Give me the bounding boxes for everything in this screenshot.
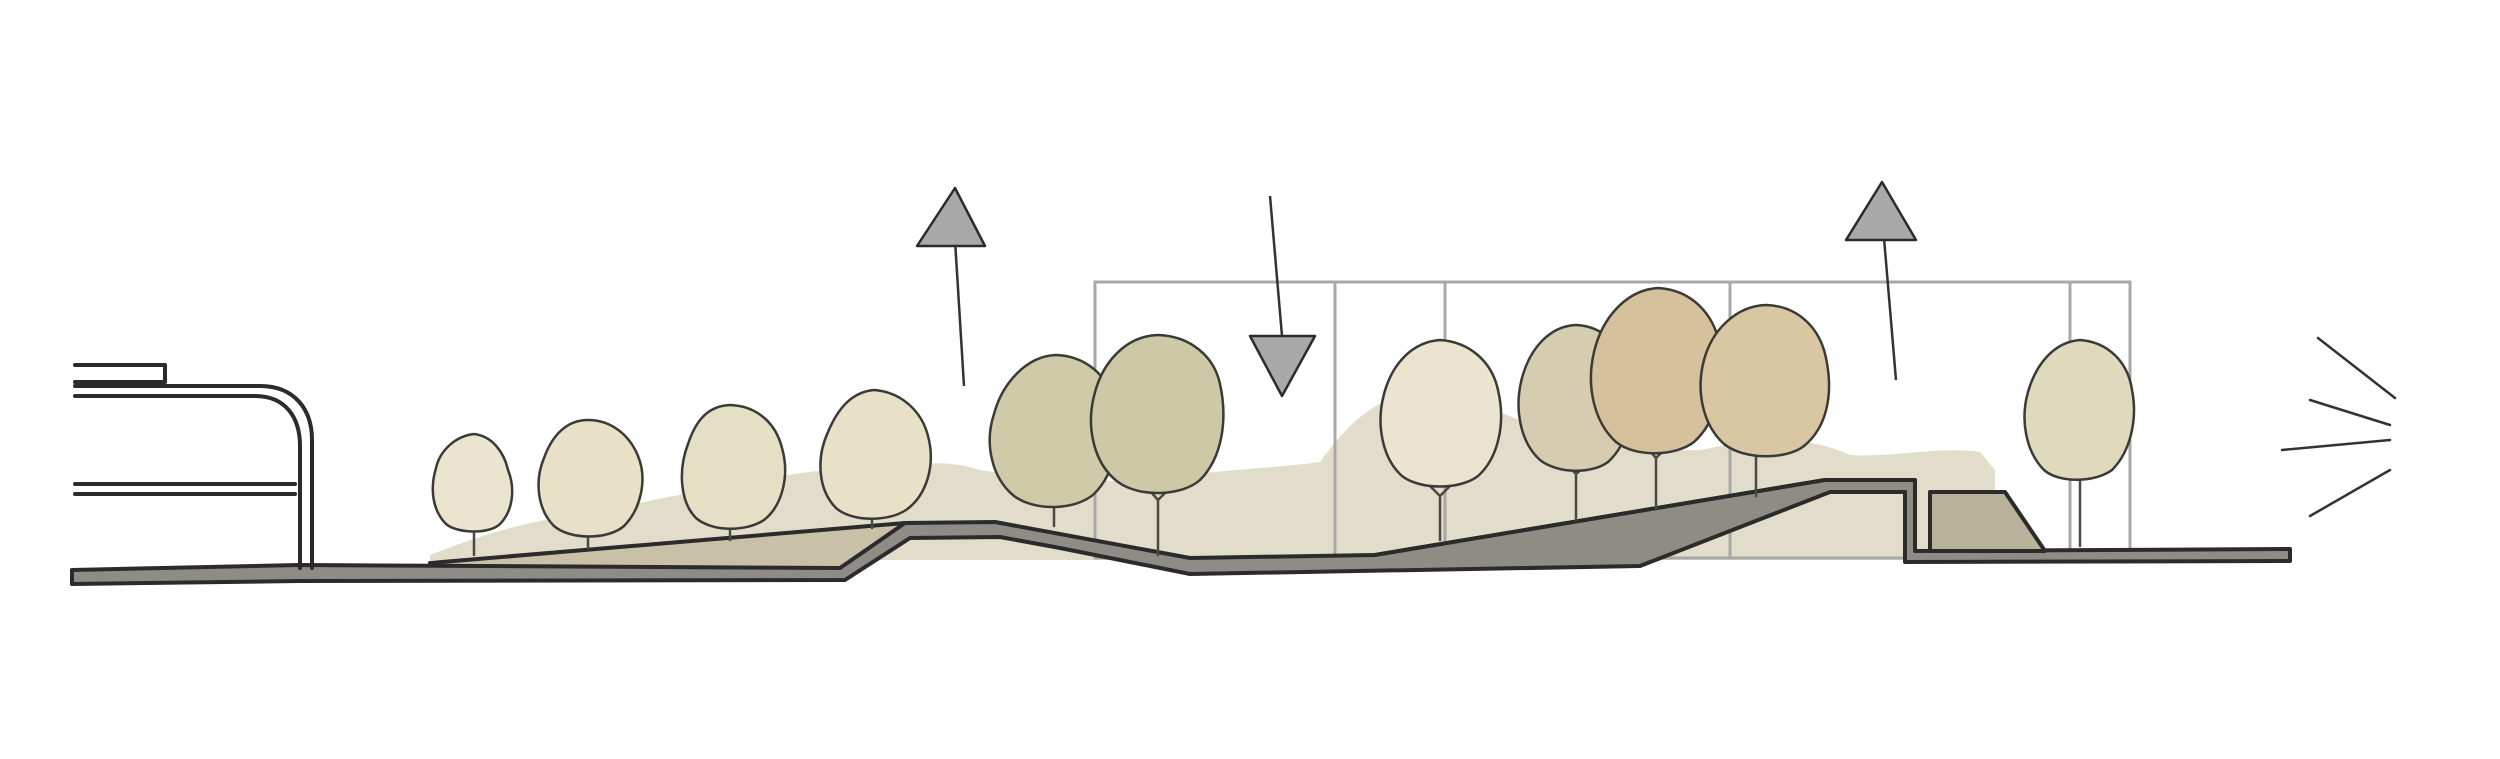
tree-row (431, 286, 2136, 557)
tree-4-canopy (819, 388, 932, 520)
wind-lines (2280, 336, 2397, 518)
tree-7-canopy (1379, 338, 1503, 488)
tree (1699, 303, 1831, 498)
tree-2-canopy (537, 418, 644, 538)
building-outline (73, 363, 314, 570)
tree (431, 432, 514, 557)
tree (680, 403, 787, 542)
tree (1089, 333, 1225, 557)
tree-1-canopy (431, 432, 514, 533)
tree (819, 388, 932, 530)
tree-10-canopy (1699, 303, 1831, 458)
up-arrow (1844, 180, 1918, 381)
tree (1379, 338, 1503, 542)
tree (2023, 338, 2136, 548)
tree-6-canopy (1089, 333, 1225, 495)
raised-planter-block (1928, 490, 2047, 553)
tree (988, 353, 1119, 528)
tree-3-canopy (680, 403, 787, 530)
tree-11-canopy (2023, 338, 2136, 481)
up-arrow (915, 186, 987, 387)
tree (537, 418, 644, 550)
down-arrow (1248, 195, 1317, 398)
ground-section (70, 478, 2292, 586)
